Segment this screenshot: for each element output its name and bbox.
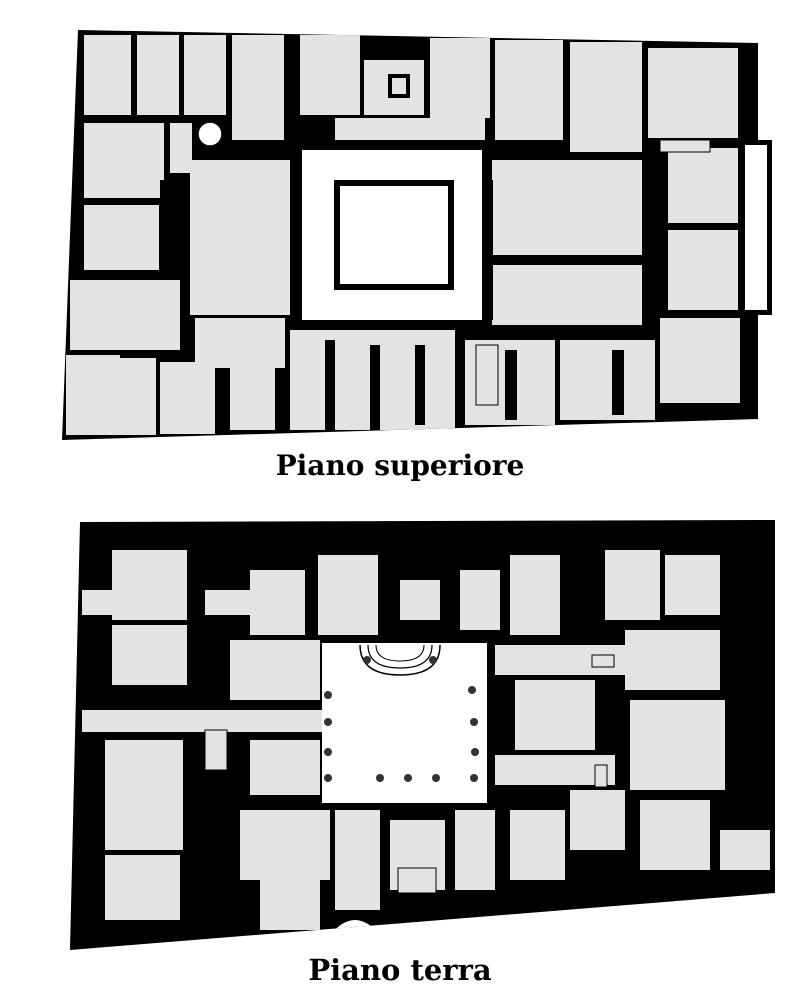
room (137, 35, 179, 115)
upper-floor-title: Piano superiore (275, 449, 525, 482)
room (668, 148, 738, 223)
room (82, 590, 177, 615)
stair-flight (591, 654, 615, 668)
courtyard (340, 186, 448, 284)
stair-flight (397, 867, 437, 894)
room (230, 330, 275, 430)
room (230, 640, 320, 700)
ground-floor-plan (70, 520, 775, 950)
room (570, 42, 642, 152)
room (232, 35, 284, 140)
spiral-stair-icon (197, 121, 223, 147)
room (318, 555, 378, 635)
room (84, 35, 131, 115)
room (460, 570, 500, 630)
room (510, 810, 565, 880)
room (625, 630, 720, 690)
room (250, 740, 320, 795)
room (170, 123, 192, 173)
room (660, 318, 740, 403)
column-icon (470, 718, 478, 726)
exedra-stair-icon (367, 644, 433, 669)
upper-balcony-floor (745, 145, 767, 310)
upper-floor-plan (62, 30, 772, 440)
column-icon (324, 774, 332, 782)
room (570, 790, 625, 850)
room (70, 280, 180, 350)
wall (483, 180, 493, 320)
upper-rooms (66, 35, 740, 435)
wall (415, 345, 425, 425)
room (335, 118, 485, 140)
column-icon (404, 774, 412, 782)
room (668, 230, 738, 310)
room (250, 570, 305, 635)
stair-landing-inner (392, 78, 406, 94)
wall (530, 255, 635, 264)
column-icon (432, 774, 440, 782)
stair-flight (475, 344, 499, 406)
room (495, 40, 563, 140)
courtyard-columns (324, 656, 479, 782)
room (605, 550, 660, 620)
wall (290, 180, 302, 320)
room (82, 710, 322, 732)
exedra-stair-icon (375, 644, 425, 662)
room (665, 555, 720, 615)
room (84, 123, 164, 198)
room (510, 555, 560, 635)
room (640, 800, 710, 870)
stair-flight (659, 139, 711, 153)
room (430, 38, 490, 118)
stair-flight (204, 729, 228, 771)
wall (160, 180, 185, 260)
room (160, 362, 215, 434)
room (66, 355, 156, 435)
room (84, 205, 159, 270)
room (184, 35, 226, 115)
column-icon (324, 718, 332, 726)
room (112, 625, 187, 685)
room (190, 160, 290, 315)
room (260, 880, 320, 930)
column-icon (324, 748, 332, 756)
room (400, 580, 440, 620)
wall (370, 345, 380, 430)
wall (92, 198, 162, 205)
room (492, 160, 642, 255)
wall (612, 350, 624, 415)
wall (505, 350, 517, 420)
column-icon (376, 774, 384, 782)
room (560, 340, 655, 420)
ground-floor-title: Piano terra (308, 953, 492, 987)
column-icon (470, 774, 478, 782)
room (455, 810, 495, 890)
column-icon (468, 686, 476, 694)
room (515, 680, 595, 750)
room (335, 810, 380, 910)
room (300, 35, 360, 115)
wall (325, 340, 335, 430)
room (105, 740, 183, 850)
room (630, 700, 725, 790)
column-icon (363, 656, 371, 664)
room (720, 830, 770, 870)
column-icon (471, 748, 479, 756)
column-icon (429, 656, 437, 664)
ground-rooms (82, 550, 770, 935)
stair-flight (594, 764, 608, 788)
wall (120, 350, 190, 358)
room (105, 855, 180, 920)
room (492, 265, 642, 325)
column-icon (324, 691, 332, 699)
room (240, 810, 330, 880)
room (648, 48, 738, 138)
